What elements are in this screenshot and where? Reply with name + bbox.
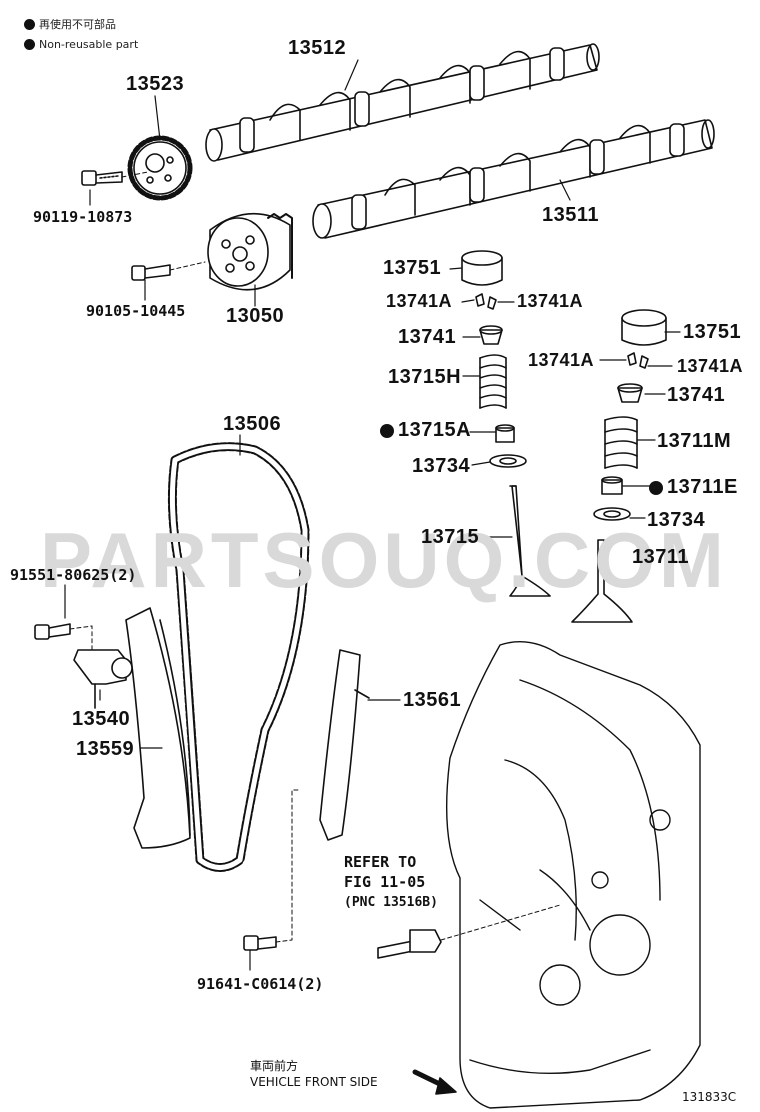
bolt-91641 [243,789,301,951]
refer-line-2[interactable]: FIG 11-05 [344,873,426,891]
label-13715h[interactable]: 13715H [388,366,462,388]
label-13512[interactable]: 13512 [288,37,347,59]
label-13711m[interactable]: 13711M [657,430,732,452]
direction-jp: 車両前方 [250,1059,299,1073]
legend-jp: 再使用不可部品 [24,16,116,32]
legend-en-text: Non-reusable part [39,38,139,51]
leader-lines [64,59,681,971]
vehicle-front-arrow [412,1069,457,1095]
label-91641-c0614[interactable]: 91641-C0614(2) [197,975,324,993]
tensioner-slipper-13561 [319,649,370,841]
bolt-90105 [131,261,206,281]
legend-en: Non-reusable part [24,38,138,51]
label-13741a-left-2[interactable]: 13741A [528,350,595,370]
oil-control-valve-ref [377,904,561,959]
label-90119-10873[interactable]: 90119-10873 [33,208,133,226]
label-13711e[interactable]: 13711E [649,476,738,499]
valve-train-exhaust [461,250,551,597]
figure-code: 131833C [682,1090,737,1104]
camshaft-13512 [205,43,600,162]
engine-block [445,640,701,1109]
label-13540[interactable]: 13540 [72,708,131,730]
non-reusable-dot-icon [24,39,35,50]
label-13511[interactable]: 13511 [542,204,600,226]
label-13715[interactable]: 13715 [421,526,480,548]
label-91551-80625[interactable]: 91551-80625(2) [10,566,137,584]
direction-en: VEHICLE FRONT SIDE [250,1075,378,1089]
non-reusable-dot-icon [380,423,394,438]
camshaft-13511 [312,119,715,239]
valve-train-intake [571,309,667,623]
label-13715a-text: 13715A [398,419,472,441]
label-13741a-left[interactable]: 13741A [386,291,453,311]
label-13711[interactable]: 13711 [632,546,690,568]
label-13741a-right-2[interactable]: 13741A [677,356,744,376]
label-13559[interactable]: 13559 [76,738,135,760]
non-reusable-dot-icon [649,480,663,495]
cam-sprocket-13523 [127,135,193,201]
label-13734-a[interactable]: 13734 [412,455,471,477]
label-13741-a[interactable]: 13741 [398,326,457,348]
label-13506[interactable]: 13506 [223,413,282,435]
vvt-actuator-13050 [207,212,293,291]
label-13711e-text: 13711E [667,476,738,498]
refer-line-1[interactable]: REFER TO [344,853,417,871]
bolt-90119 [81,170,149,186]
label-90105-10445[interactable]: 90105-10445 [86,302,186,320]
watermark: PARTSOUQ.COM [40,516,728,604]
label-13050[interactable]: 13050 [226,305,285,327]
legend-jp-text: 再使用不可部品 [39,18,116,31]
refer-line-3: (PNC 13516B) [344,895,438,910]
timing-chain-13506 [167,442,310,872]
label-13523[interactable]: 13523 [126,73,185,95]
label-13751-a[interactable]: 13751 [383,257,442,279]
label-13741a-right[interactable]: 13741A [517,291,584,311]
label-13734-b[interactable]: 13734 [647,509,706,531]
chain-guide-13559 [125,607,191,849]
label-13715a[interactable]: 13715A [380,419,471,442]
tensioner-13540 [34,623,133,709]
label-13751-b[interactable]: 13751 [683,321,742,343]
label-13741-b[interactable]: 13741 [667,384,726,406]
label-13561[interactable]: 13561 [403,689,462,711]
non-reusable-dot-icon [24,18,35,30]
